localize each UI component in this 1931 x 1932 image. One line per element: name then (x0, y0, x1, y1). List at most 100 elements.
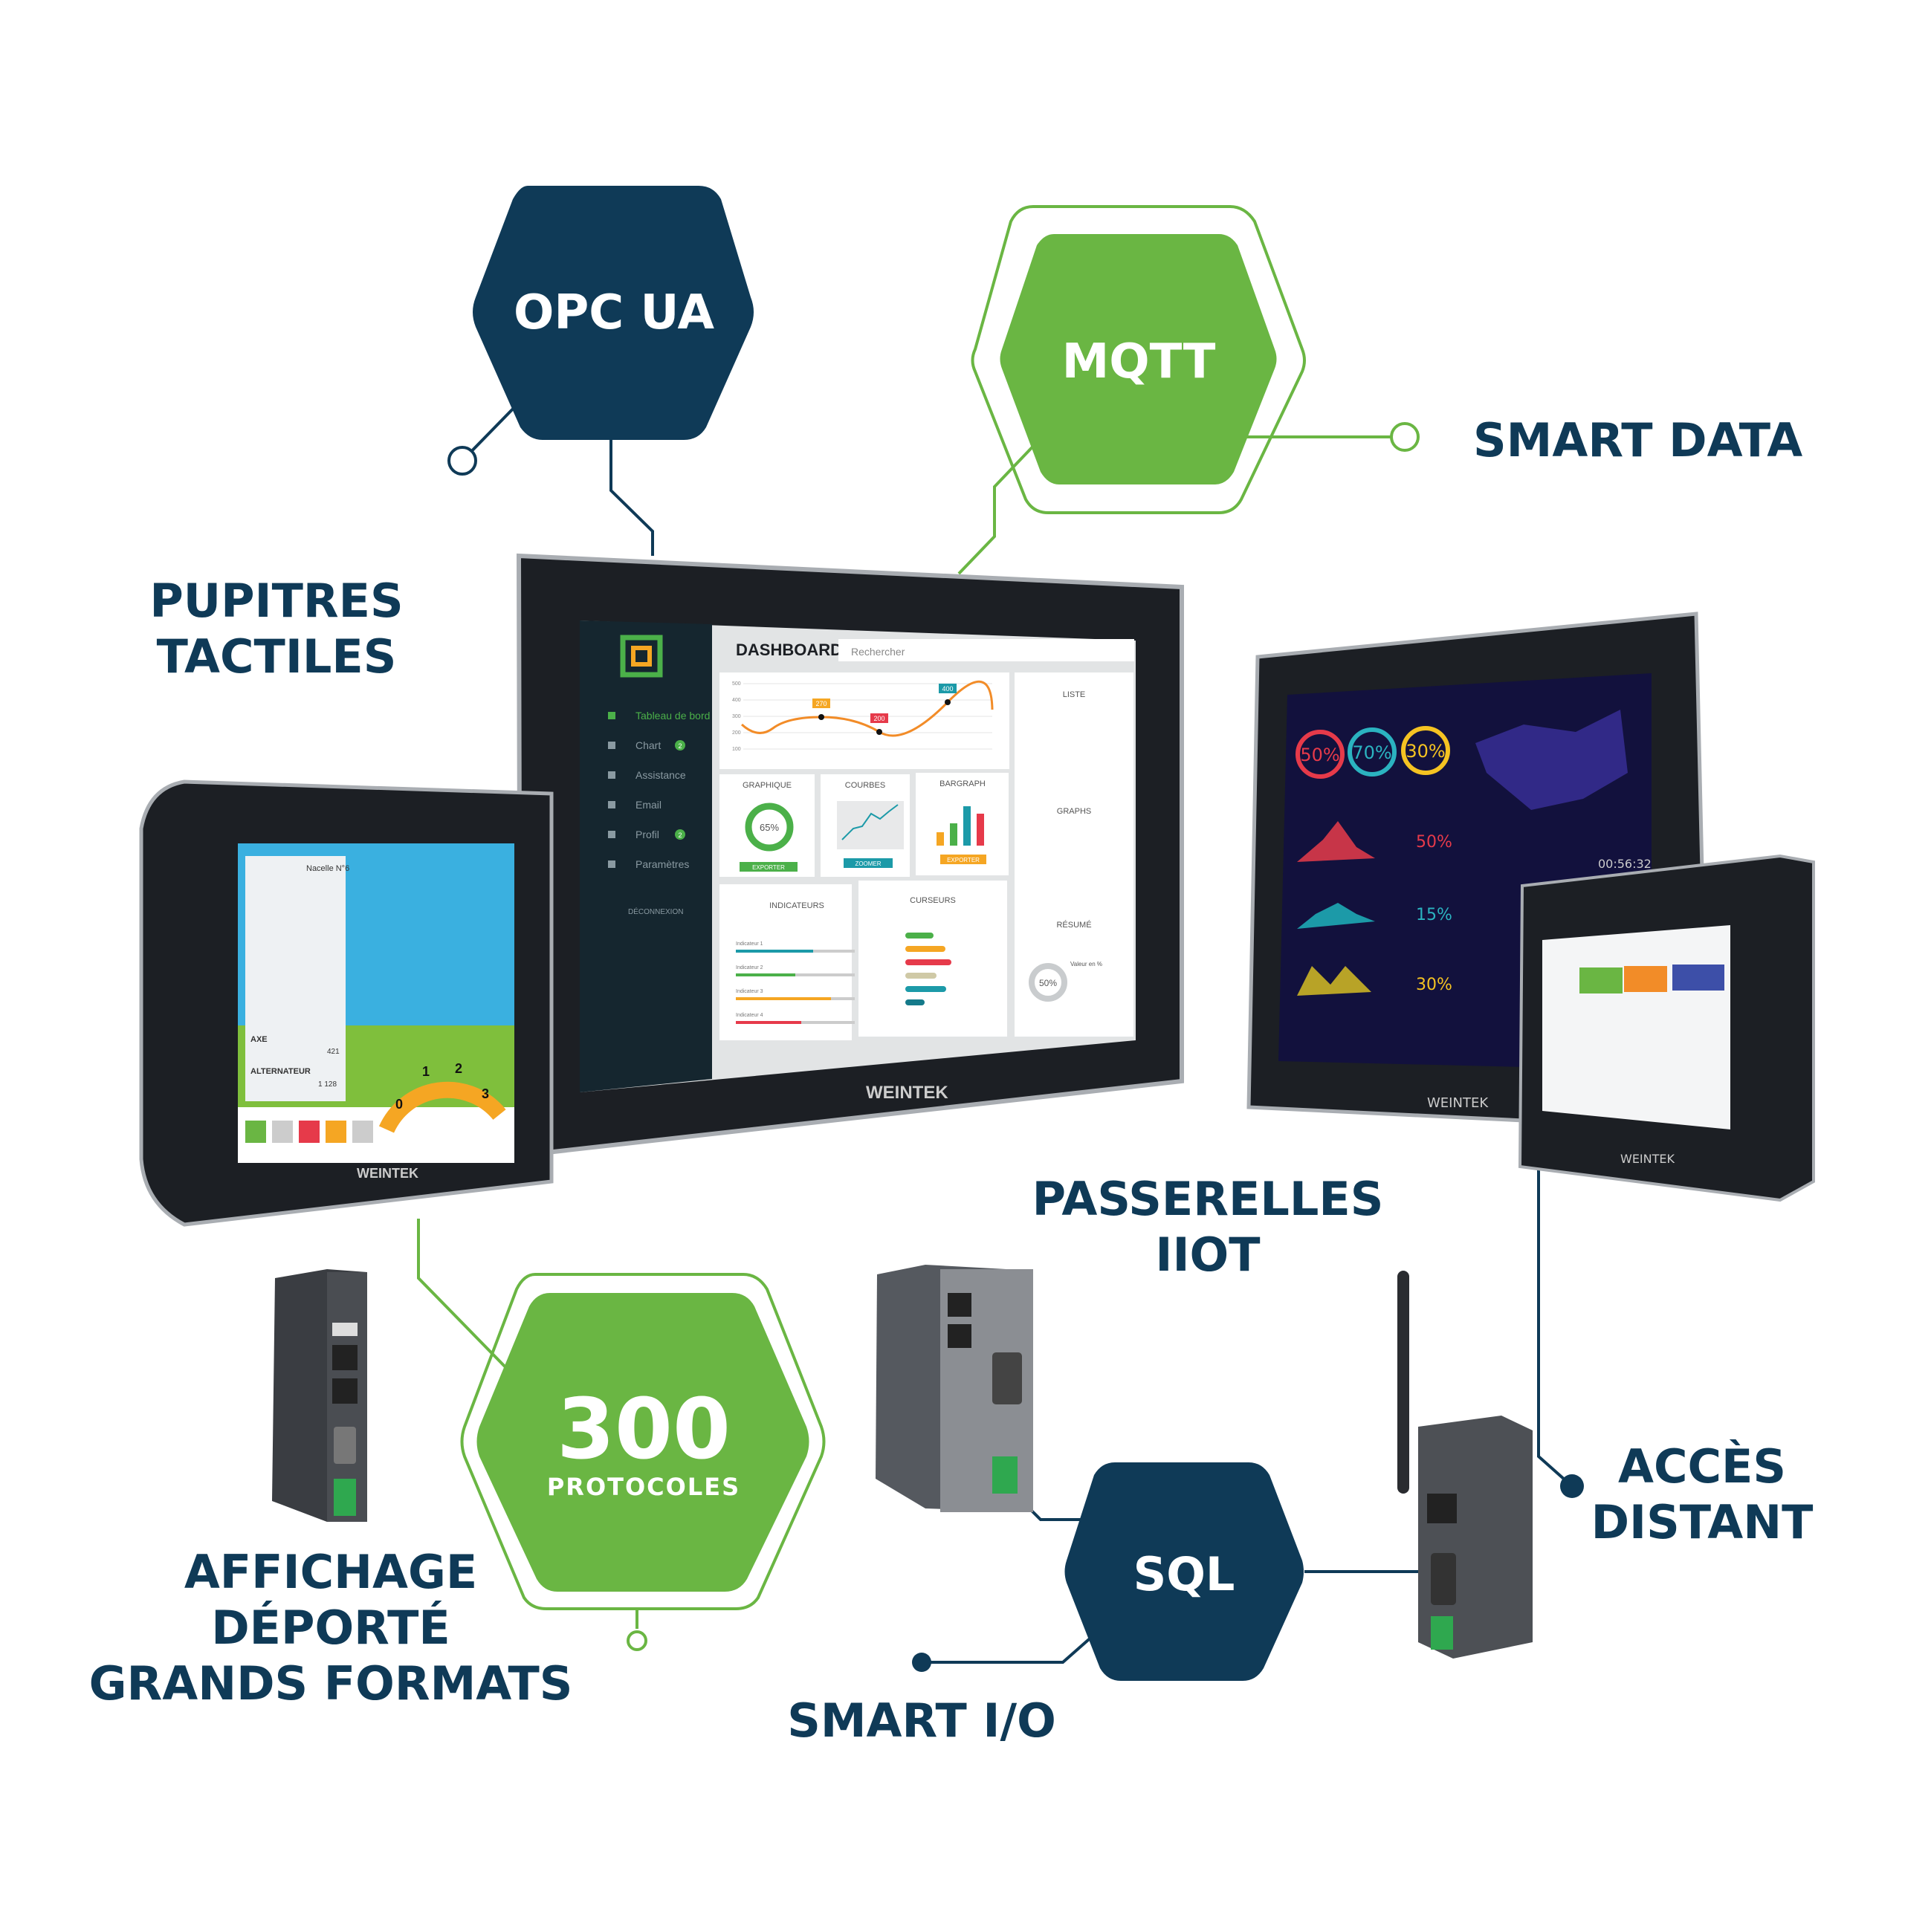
data-point (818, 714, 824, 720)
dashboard-title: DASHBOARD (736, 641, 842, 659)
row-alternateur: ALTERNATEUR (250, 1067, 311, 1076)
indicator-fill (736, 1021, 801, 1024)
opc-ua-hexagon: OPC UA (473, 186, 754, 440)
data-label: 270 (815, 700, 827, 707)
badge (675, 829, 685, 840)
mail-icon (608, 801, 615, 808)
indicator-fill (736, 973, 795, 976)
gauge-tick: 3 (482, 1086, 489, 1101)
windturbine-panel: Nacelle N°6 AXE 421 ALTERNATEUR 1 128 01… (139, 779, 554, 1227)
resume-title: RÉSUMÉ (1056, 920, 1091, 930)
remote-node (1560, 1474, 1584, 1498)
mqtt-hexagon: MQTT (971, 205, 1306, 514)
stat-3: 30% (1416, 976, 1452, 994)
user-icon (608, 831, 615, 838)
protocols-number: 300 (557, 1381, 731, 1478)
sidebar-item-3: Email (635, 799, 662, 811)
opc-connector-down (609, 438, 654, 556)
passerelles-label-1: PASSERELLES (1032, 1172, 1384, 1226)
data-point (945, 699, 951, 705)
data-label: 200 (873, 715, 884, 722)
line-chart-card (719, 672, 1009, 769)
protocols-node (627, 1630, 647, 1651)
row-alternateur-value: 1 128 (318, 1080, 337, 1089)
protocols-label: PROTOCOLES (547, 1473, 740, 1501)
app-logo-icon (620, 635, 663, 678)
badge-count: 2 (678, 742, 682, 750)
turbine-title: Nacelle N°6 (306, 864, 349, 873)
y-tick: 100 (732, 747, 741, 752)
pupitres-label-1: PUPITRES (149, 574, 403, 628)
area-chart-yellow (1297, 966, 1371, 996)
bargraph-title: BARGRAPH (939, 779, 986, 788)
opc-ua-label: OPC UA (514, 285, 715, 340)
brand-logo-small: WEINTEK (1620, 1152, 1675, 1166)
dark-gauges: 50% 70% 30% (1296, 726, 1450, 779)
data-label-box (939, 684, 957, 693)
indicateurs-title: INDICATEURS (769, 901, 824, 910)
opc-connector-node (447, 446, 477, 476)
sidebar-item-1: Chart (635, 739, 661, 751)
resume-caption: Valeur en % (1070, 961, 1102, 967)
graphique-title: GRAPHIQUE (743, 781, 792, 790)
gauge-2: 70% (1352, 742, 1391, 763)
data-point (876, 729, 882, 735)
indicator-fill (736, 950, 813, 953)
search-input (838, 639, 1134, 661)
antenna-icon (1397, 1271, 1409, 1494)
gear-icon (608, 860, 615, 868)
bargraph-export-label: EXPORTER (947, 857, 980, 863)
smart-data-node (1390, 422, 1420, 452)
sql-connector-left (922, 1633, 1096, 1664)
badge-count: 2 (678, 832, 682, 839)
sidebar-item-0: Tableau de bord (635, 710, 710, 722)
export-button-label: EXPORTER (752, 864, 785, 871)
remote-display-module (272, 1269, 367, 1522)
graphique-value: 65% (760, 822, 779, 833)
sql-label: SQL (1133, 1547, 1235, 1601)
donut-65 (745, 803, 794, 852)
sidebar-item-5: Paramètres (635, 858, 689, 870)
brand-logo: WEINTEK (1427, 1095, 1489, 1111)
passerelles-label-2: IIOT (1155, 1228, 1260, 1282)
chat-icon (608, 771, 615, 779)
indicator-label: Indicateur 1 (736, 941, 763, 947)
connectors (417, 400, 1584, 1672)
y-tick: 500 (732, 681, 741, 687)
export-button (740, 862, 798, 872)
sidebar-item-4: Profil (635, 829, 659, 840)
indicator-fill (736, 997, 831, 1000)
area-chart-teal (1297, 903, 1375, 929)
logout-link: DÉCONNEXION (628, 907, 683, 916)
world-map-icon (1475, 710, 1628, 810)
graphs-title: GRAPHS (1057, 807, 1091, 816)
curseurs-title: CURSEURS (910, 896, 956, 905)
acces-label-1: ACCÈS (1618, 1439, 1786, 1494)
liste-title: LISTE (1063, 690, 1086, 699)
data-label-box (870, 713, 888, 723)
indicator-label: Indicateur 2 (736, 965, 763, 970)
affichage-label-2: DÉPORTÉ (211, 1601, 450, 1655)
row-axe: AXE (250, 1035, 268, 1044)
brand-logo-left: WEINTEK (357, 1166, 418, 1181)
mqtt-label: MQTT (1062, 334, 1216, 389)
badge (675, 740, 685, 751)
gauge-tick: 2 (455, 1061, 462, 1076)
stat-1: 50% (1416, 833, 1452, 852)
y-tick: 200 (732, 730, 741, 736)
zoom-button-label: ZOOMER (855, 860, 881, 867)
y-tick: 300 (732, 714, 741, 719)
brand-logo-main: WEINTEK (866, 1083, 948, 1103)
pupitres-label-2: TACTILES (157, 629, 397, 684)
sidebar-item-2: Assistance (635, 769, 686, 781)
wireless-gateway (1397, 1271, 1533, 1659)
data-label-box (812, 698, 830, 708)
row-axe-value: 421 (327, 1048, 340, 1056)
speed-gauge (378, 1081, 506, 1133)
sql-hexagon: SQL (1064, 1462, 1304, 1681)
smart-io-node (912, 1653, 931, 1672)
area-chart-red (1297, 821, 1375, 862)
timer: 00:56:32 (1598, 857, 1652, 871)
indicator-label: Indicateur 3 (736, 989, 763, 994)
